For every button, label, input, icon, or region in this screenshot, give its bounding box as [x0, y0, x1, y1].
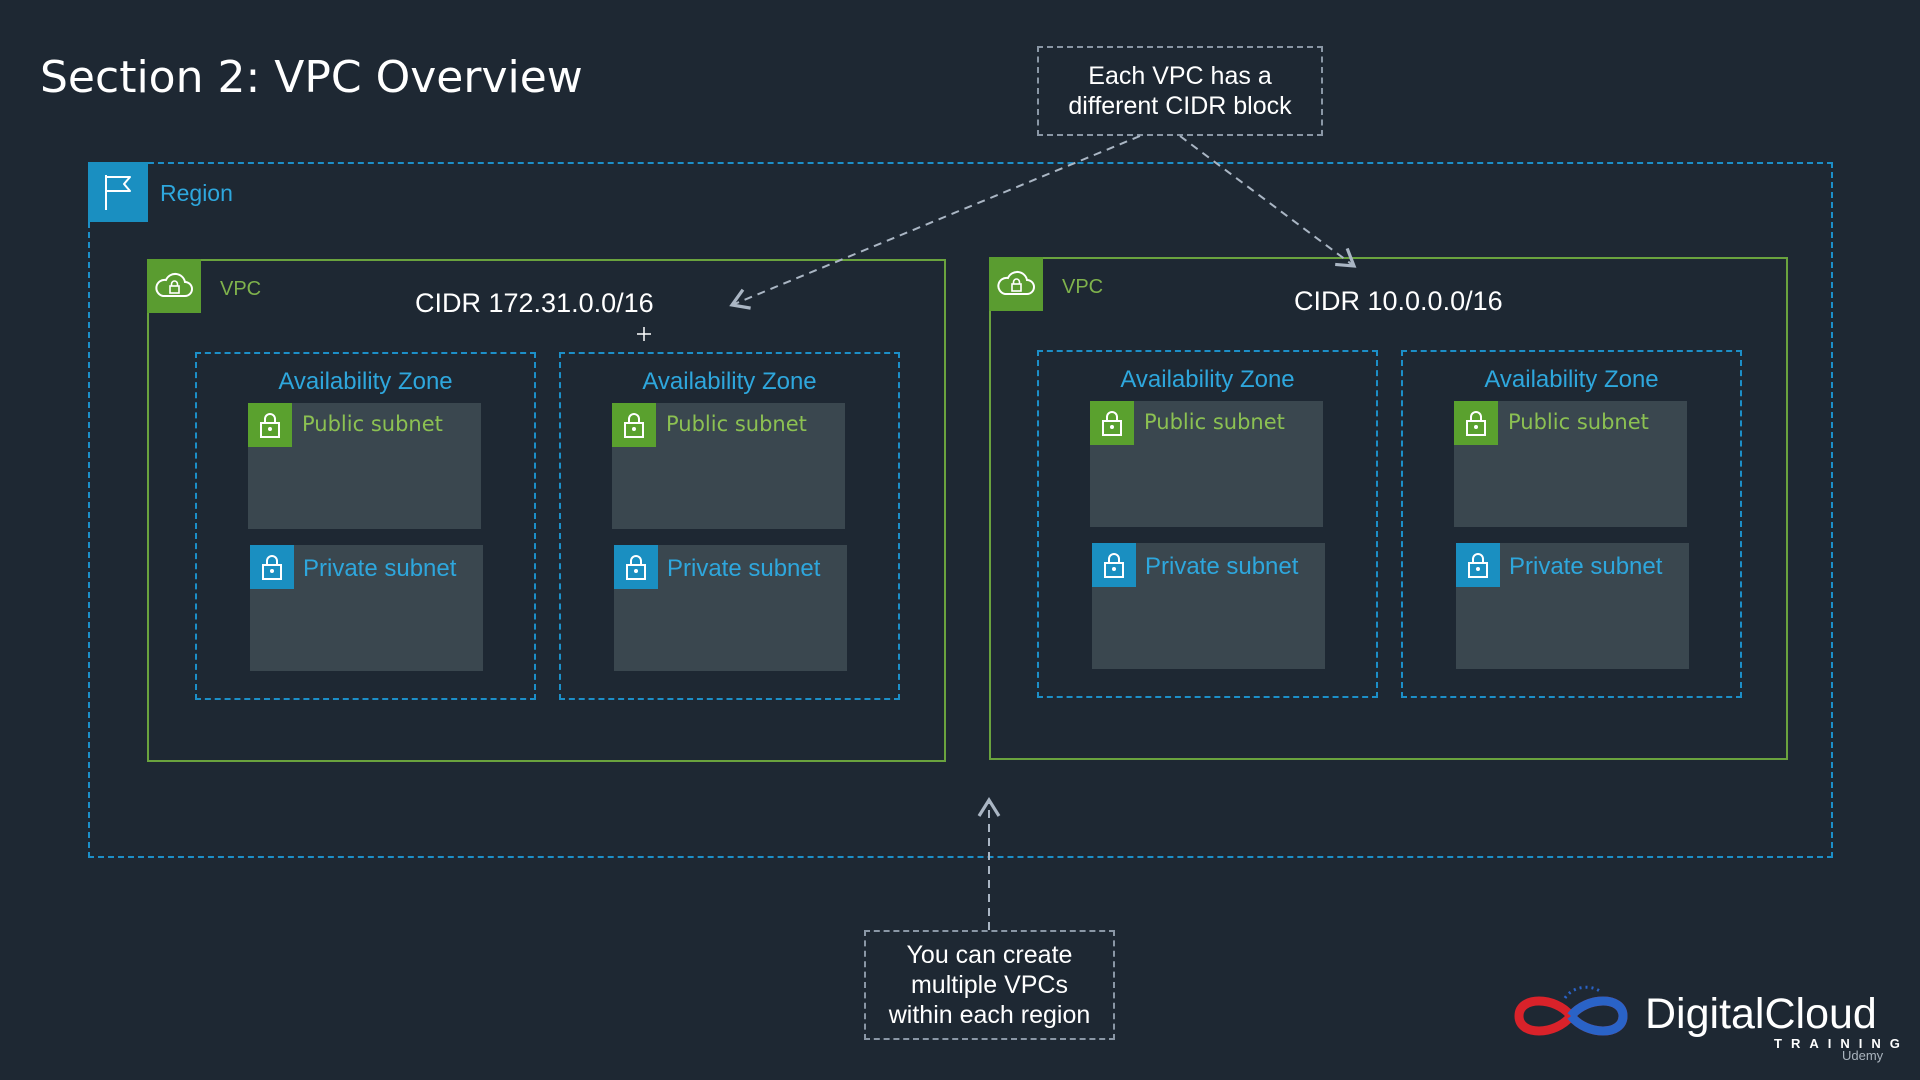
- lock-icon: [1454, 401, 1498, 445]
- public-subnet-label: Public subnet: [666, 412, 807, 436]
- availability-zone-label: Availability Zone: [1484, 366, 1659, 393]
- digitalcloud-logo-icon: [1514, 985, 1628, 1036]
- region-boundary: [88, 162, 1833, 858]
- vpc-label: VPC: [220, 278, 262, 300]
- cloud-lock-icon: [147, 259, 201, 313]
- availability-zone-label: Availability Zone: [1120, 366, 1295, 393]
- lock-icon: [1092, 543, 1136, 587]
- availability-zone: [559, 352, 900, 700]
- private-subnet-label: Private subnet: [1145, 553, 1299, 580]
- logo-subtitle: TRAINING: [1774, 1036, 1909, 1051]
- region-label: Region: [160, 180, 233, 206]
- logo-wordmark: DigitalCloud: [1645, 990, 1877, 1038]
- cidr-callout: Each VPC has a different CIDR block: [1037, 46, 1323, 136]
- vpc-box: [989, 257, 1788, 760]
- availability-zone-label: Availability Zone: [278, 368, 453, 395]
- lock-icon: [248, 403, 292, 447]
- lock-icon: [614, 545, 658, 589]
- public-subnet-label: Public subnet: [1144, 410, 1285, 434]
- vpc-box: [147, 259, 946, 762]
- lock-icon: [612, 403, 656, 447]
- public-subnet-label: Public subnet: [1508, 410, 1649, 434]
- page-title: Section 2: VPC Overview: [40, 52, 583, 103]
- region-callout-line-2: multiple VPCs: [910, 971, 1068, 999]
- cloud-lock-icon: [989, 257, 1043, 311]
- lock-icon: [250, 545, 294, 589]
- udemy-watermark: Udemy: [1842, 1048, 1884, 1063]
- lock-icon: [1456, 543, 1500, 587]
- vpc-cidr: CIDR 172.31.0.0/16: [415, 288, 654, 318]
- private-subnet-label: Private subnet: [1509, 553, 1663, 580]
- lock-icon: [1090, 401, 1134, 445]
- availability-zone-label: Availability Zone: [642, 368, 817, 395]
- region-callout-line-3: within each region: [888, 1001, 1091, 1029]
- arrow-to-vpc1: [729, 135, 1141, 310]
- public-subnet-label: Public subnet: [302, 412, 443, 436]
- arrow-to-vpc2: [1179, 135, 1357, 268]
- private-subnet-label: Private subnet: [667, 555, 821, 582]
- cidr-callout-line-2: different CIDR block: [1068, 92, 1292, 120]
- cidr-callout-line-1: Each VPC has a: [1088, 62, 1272, 90]
- region-callout: You can create multiple VPCs within each…: [864, 930, 1115, 1040]
- flag-icon: [88, 162, 148, 222]
- availability-zone: [1401, 350, 1742, 698]
- vpc-label: VPC: [1062, 276, 1104, 298]
- region-callout-line-1: You can create: [906, 941, 1073, 969]
- availability-zone: [1037, 350, 1378, 698]
- private-subnet-label: Private subnet: [303, 555, 457, 582]
- availability-zone: [195, 352, 536, 700]
- vpc-cidr: CIDR 10.0.0.0/16: [1294, 286, 1503, 316]
- cursor-icon: [637, 327, 651, 341]
